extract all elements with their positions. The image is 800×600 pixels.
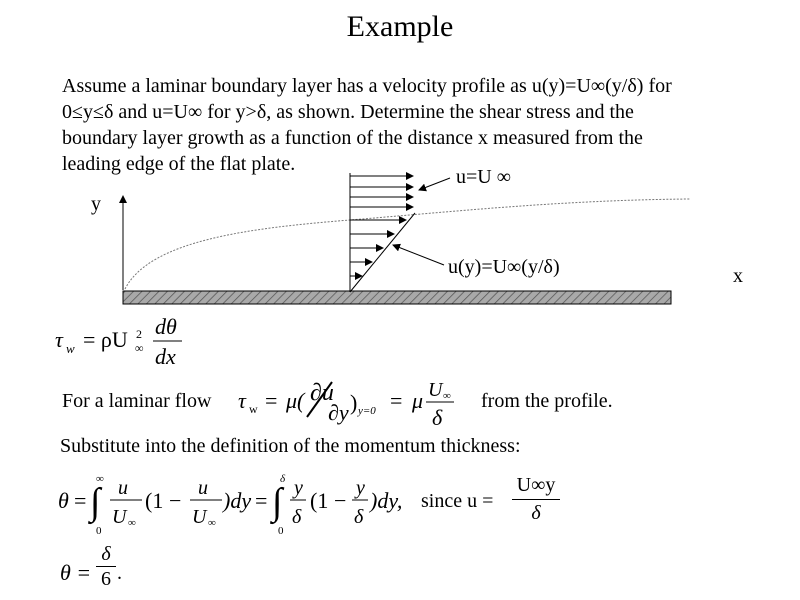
- linear-profile-line: [349, 212, 416, 293]
- flat-plate: [122, 290, 672, 305]
- svg-text:): ): [350, 390, 357, 415]
- lower-label-leader: [392, 243, 445, 266]
- svg-text:u: u: [198, 477, 208, 499]
- svg-text:y: y: [292, 477, 303, 499]
- svg-text:w: w: [249, 402, 258, 416]
- svg-text:∂y: ∂y: [328, 400, 349, 425]
- svg-text:∞: ∞: [443, 390, 451, 402]
- svg-text:=: =: [74, 488, 86, 513]
- svg-text:∞: ∞: [128, 517, 136, 529]
- statement-line-4: leading edge of the flat plate.: [62, 153, 296, 175]
- upper-velocity-label: u=U ∞: [456, 166, 511, 188]
- tau-subscript: w: [66, 341, 75, 356]
- svg-text:∞: ∞: [96, 473, 104, 485]
- since-text: since u =: [421, 490, 494, 512]
- svg-text:δ: δ: [354, 506, 364, 528]
- problem-statement: Assume a laminar boundary layer has a ve…: [62, 73, 752, 177]
- svg-text:y: y: [354, 477, 365, 499]
- final-denominator: 6: [101, 568, 111, 590]
- statement-line-2: 0≤y≤δ and u=U∞ for y>δ, as shown. Determ…: [62, 101, 634, 123]
- svg-text:=: =: [255, 488, 267, 513]
- since-numerator: U∞y: [516, 474, 556, 496]
- svg-text:θ: θ: [58, 488, 69, 513]
- svg-text:∫: ∫: [270, 481, 285, 525]
- x-axis-label: x: [733, 265, 743, 287]
- since-denominator: δ: [531, 502, 541, 524]
- boundary-layer-curve: [124, 198, 691, 290]
- upper-label-leader: [418, 177, 451, 192]
- svg-text:δ: δ: [292, 506, 302, 528]
- svg-text:δ: δ: [280, 473, 286, 485]
- svg-text:∫: ∫: [88, 481, 103, 525]
- svg-text:)dy: )dy: [221, 488, 251, 513]
- u-squared: 2: [136, 327, 142, 341]
- u-inf-subscript: ∞: [135, 341, 144, 355]
- uniform-velocity-arrows: [350, 172, 414, 211]
- svg-text:μ(: μ(: [285, 388, 306, 413]
- svg-text:−: −: [334, 488, 346, 513]
- svg-text:u: u: [118, 477, 128, 499]
- laminar-shear-expression: τ w = μ( ∂u ∂y ) y=0 = μ U ∞ δ: [238, 379, 454, 430]
- final-lhs: θ =: [60, 560, 92, 585]
- rho-u-term: = ρU: [83, 327, 128, 352]
- svg-text:∞: ∞: [208, 517, 216, 529]
- statement-line-3: boundary layer growth as a function of t…: [62, 127, 643, 149]
- svg-text:τ: τ: [238, 388, 247, 413]
- svg-text:)dy,: )dy,: [368, 488, 402, 513]
- svg-text:δ: δ: [432, 405, 443, 430]
- statement-line-1: Assume a laminar boundary layer has a ve…: [62, 75, 672, 97]
- svg-text:0: 0: [278, 525, 284, 537]
- final-numerator: δ: [101, 543, 111, 565]
- final-fraction: δ 6: [96, 543, 116, 590]
- svg-text:0: 0: [96, 525, 102, 537]
- lower-velocity-label: u(y)=U∞(y/δ): [448, 256, 560, 278]
- tau-symbol: τ: [55, 327, 64, 352]
- svg-text:(1: (1: [145, 488, 163, 513]
- laminar-flow-suffix: from the profile.: [481, 390, 613, 412]
- svg-text:y=0: y=0: [357, 405, 376, 417]
- linear-velocity-arrows: [350, 216, 407, 280]
- substitute-instruction: Substitute into the definition of the mo…: [60, 435, 521, 457]
- svg-text:−: −: [169, 488, 181, 513]
- svg-text:=: =: [390, 388, 402, 413]
- momentum-thickness-integral: θ = ∞ ∫ 0 u U ∞ (1 − u U ∞ )dy = δ ∫ 0 y…: [58, 473, 402, 537]
- svg-text:U: U: [192, 506, 208, 528]
- dx-denominator: dx: [155, 344, 176, 369]
- svg-text:(1: (1: [310, 488, 328, 513]
- final-fraction-bar: [96, 566, 116, 567]
- y-axis-label: y: [91, 193, 101, 215]
- svg-text:μ: μ: [411, 388, 423, 413]
- laminar-flow-prefix: For a laminar flow: [62, 390, 212, 412]
- since-fraction-bar: [512, 499, 560, 500]
- svg-text:U: U: [112, 506, 128, 528]
- dtheta-numerator: dθ: [155, 314, 177, 339]
- slide-title: Example: [346, 10, 454, 43]
- wall-shear-equation: τ w = ρU ∞ 2 dθ dx: [55, 314, 182, 369]
- svg-text:=: =: [265, 388, 277, 413]
- since-fraction: U∞y δ: [512, 474, 560, 525]
- svg-text:U: U: [428, 379, 444, 401]
- final-period: .: [117, 562, 122, 584]
